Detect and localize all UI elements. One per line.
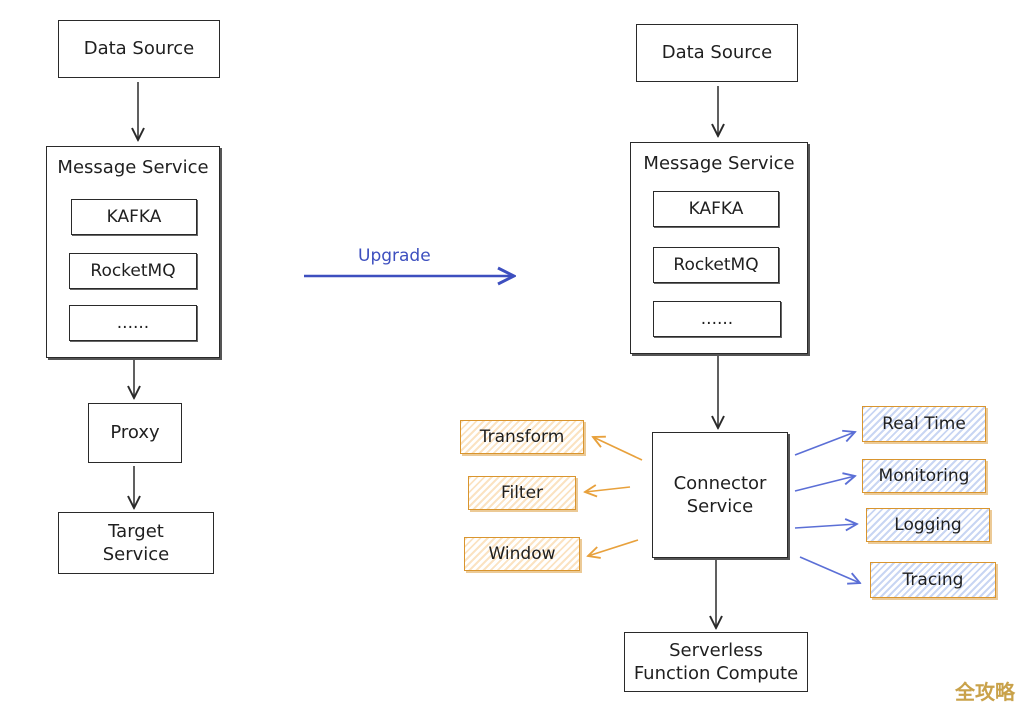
left-data-source-node: Data Source bbox=[58, 20, 220, 78]
left-rocketmq-box: RocketMQ bbox=[69, 253, 197, 289]
right-kafka-label: KAFKA bbox=[688, 199, 744, 219]
left-ellipsis-box: ...... bbox=[69, 305, 197, 341]
real-time-tag: Real Time bbox=[862, 406, 986, 442]
monitoring-tag: Monitoring bbox=[862, 459, 986, 493]
right-message-service-title: Message Service bbox=[643, 153, 795, 174]
real-time-label: Real Time bbox=[882, 413, 966, 434]
left-kafka-label: KAFKA bbox=[106, 207, 162, 227]
left-kafka-box: KAFKA bbox=[71, 199, 197, 235]
arrow-to-filter bbox=[585, 487, 631, 492]
window-label: Window bbox=[488, 543, 556, 564]
right-data-source-label: Data Source bbox=[661, 42, 773, 64]
filter-label: Filter bbox=[500, 482, 544, 503]
window-tag: Window bbox=[464, 537, 580, 571]
upgrade-label: Upgrade bbox=[358, 246, 431, 266]
right-data-source-node: Data Source bbox=[636, 24, 798, 82]
left-target-service-node: Target Service bbox=[58, 512, 214, 574]
logging-tag: Logging bbox=[866, 508, 990, 542]
arrow-to-transform bbox=[593, 437, 643, 461]
filter-tag: Filter bbox=[468, 476, 576, 510]
logging-label: Logging bbox=[894, 514, 962, 535]
monitoring-label: Monitoring bbox=[878, 465, 970, 486]
tracing-label: Tracing bbox=[902, 569, 964, 590]
arrow-to-monitoring bbox=[794, 476, 855, 492]
left-rocketmq-label: RocketMQ bbox=[90, 261, 176, 281]
connector-service-node: Connector Service bbox=[652, 432, 788, 558]
arrow-to-window bbox=[588, 539, 639, 556]
arrow-to-real-time bbox=[794, 432, 855, 456]
left-proxy-node: Proxy bbox=[88, 403, 182, 463]
right-ellipsis-label: ...... bbox=[700, 309, 734, 329]
right-rocketmq-label: RocketMQ bbox=[673, 255, 759, 275]
left-ellipsis-label: ...... bbox=[116, 313, 150, 333]
watermark-logo: 全攻略 bbox=[955, 680, 1015, 704]
right-rocketmq-box: RocketMQ bbox=[653, 247, 779, 283]
left-message-service-container: Message Service KAFKA RocketMQ ...... bbox=[46, 146, 220, 358]
arrow-to-logging bbox=[794, 524, 857, 528]
left-data-source-label: Data Source bbox=[83, 38, 195, 60]
arrow-to-tracing bbox=[799, 556, 860, 583]
serverless-node: Serverless Function Compute bbox=[624, 632, 808, 692]
left-message-service-title: Message Service bbox=[57, 157, 209, 178]
right-message-service-container: Message Service KAFKA RocketMQ ...... bbox=[630, 142, 808, 354]
left-proxy-label: Proxy bbox=[110, 422, 160, 444]
right-kafka-box: KAFKA bbox=[653, 191, 779, 227]
tracing-tag: Tracing bbox=[870, 562, 996, 598]
transform-label: Transform bbox=[479, 426, 565, 447]
connector-service-label: Connector Service bbox=[673, 472, 767, 517]
right-ellipsis-box: ...... bbox=[653, 301, 781, 337]
left-target-service-label: Target Service bbox=[102, 520, 170, 565]
transform-tag: Transform bbox=[460, 420, 584, 454]
serverless-label: Serverless Function Compute bbox=[633, 639, 799, 684]
